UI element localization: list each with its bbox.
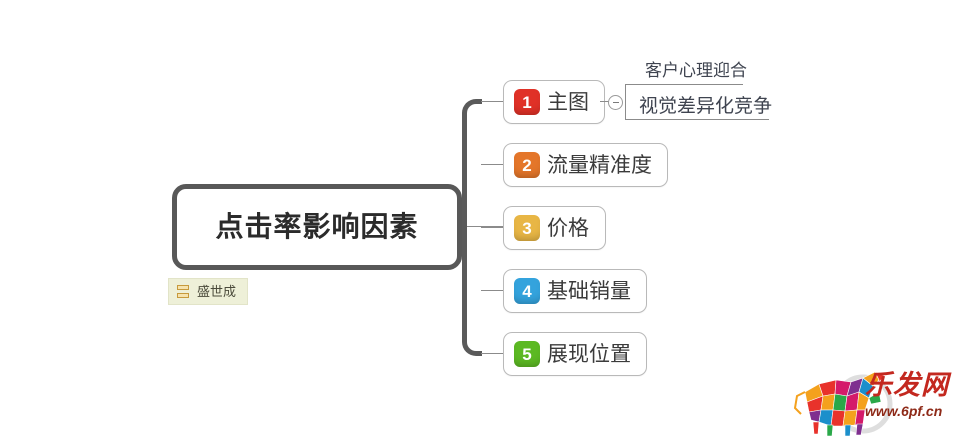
toggle-connector-stub	[600, 101, 609, 102]
watermark-text: 乐发网 www.6pf.cn	[865, 370, 965, 419]
branch-connector-2	[481, 164, 503, 165]
minus-circle-icon[interactable]	[608, 95, 623, 110]
subbranch-underline-2	[625, 119, 769, 120]
branch-number-badge-1: 1	[514, 89, 540, 115]
watermark-brand: 乐发网	[865, 370, 949, 400]
branch-node-label-5: 展现位置	[547, 342, 631, 366]
branch-node-3[interactable]: 3 价格	[503, 206, 606, 250]
root-node[interactable]: 点击率影响因素	[172, 184, 462, 270]
branch-node-label-4: 基础销量	[547, 279, 631, 303]
branch-number-badge-4: 4	[514, 278, 540, 304]
watermark: 乐发网 www.6pf.cn	[789, 370, 965, 438]
list-icon	[177, 285, 189, 298]
branch-node-label-3: 价格	[547, 216, 589, 240]
branch-node-label-2: 流量精准度	[547, 153, 652, 177]
branch-number-badge-2: 2	[514, 152, 540, 178]
branch-number-badge-3: 3	[514, 215, 540, 241]
branch-node-2[interactable]: 2 流量精准度	[503, 143, 668, 187]
owner-badge[interactable]: 盛世成	[168, 278, 249, 305]
owner-badge-label: 盛世成	[197, 284, 237, 299]
branch-connector-5	[481, 353, 503, 354]
branch-number-badge-5: 5	[514, 341, 540, 367]
bull-logo-icon	[793, 371, 893, 437]
watermark-url: www.6pf.cn	[865, 403, 943, 419]
branch-node-label-1: 主图	[547, 90, 589, 114]
subbranch-label-1[interactable]: 客户心理迎合	[645, 61, 747, 80]
root-connector-stub	[462, 226, 504, 227]
branch-node-5[interactable]: 5 展现位置	[503, 332, 647, 376]
branch-connector-4	[481, 290, 503, 291]
root-node-label: 点击率影响因素	[215, 211, 419, 242]
subbranch-label-2[interactable]: 视觉差异化竞争	[639, 96, 773, 117]
branch-node-1[interactable]: 1 主图	[503, 80, 605, 124]
subbranch-underline-1	[625, 84, 743, 85]
branch-connector-3	[481, 227, 503, 228]
branch-connector-1	[481, 101, 503, 102]
branch-node-4[interactable]: 4 基础销量	[503, 269, 647, 313]
trunk-connector	[462, 99, 482, 356]
subbranch-vertical-connector	[625, 84, 626, 120]
